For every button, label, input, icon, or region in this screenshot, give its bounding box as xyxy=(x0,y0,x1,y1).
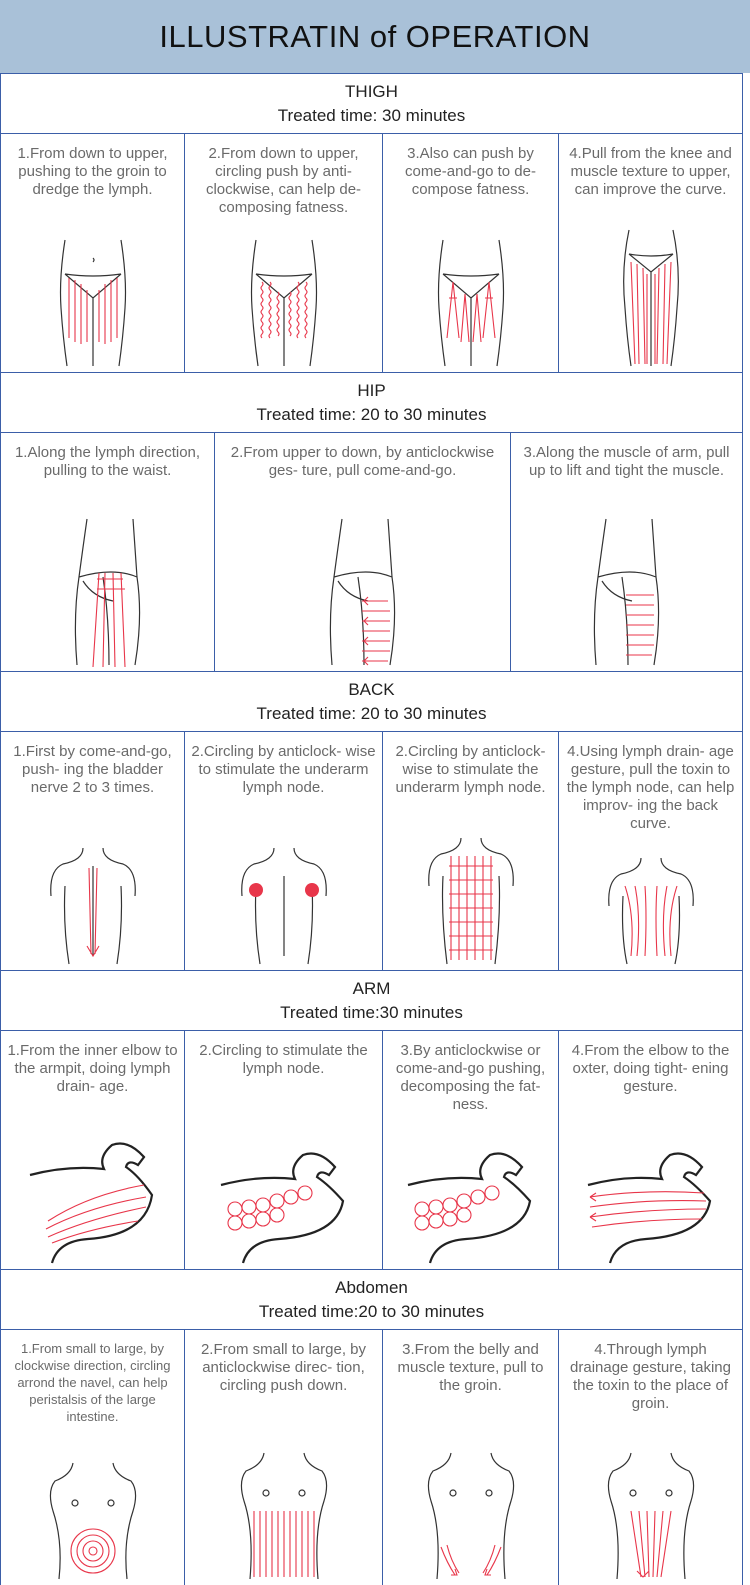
section-time: Treated time: 20 to 30 minutes xyxy=(256,404,487,424)
section-name: ARM xyxy=(352,978,391,998)
step-text: 2.From down to upper, circling push by a… xyxy=(205,145,362,216)
section-back: BACK Treated time: 20 to 30 minutes 1.Fi… xyxy=(0,671,743,971)
step-cell: 2.From small to large, by anticlockwise … xyxy=(185,1330,383,1585)
step-text: 1.First by come-and-go, push- ing the bl… xyxy=(13,743,172,796)
step-cell: 3.Along the muscle of arm, pull up to li… xyxy=(511,433,742,671)
step-text: 2.Circling by anticlock- wise to stimula… xyxy=(395,743,546,796)
step-cell: 3.Also can push by come-and-go to de- co… xyxy=(383,134,559,372)
step-text: 1.From small to large, by clockwise dire… xyxy=(14,1341,171,1424)
step-cell: 1.From small to large, by clockwise dire… xyxy=(1,1330,185,1585)
arm-illustration-3 xyxy=(383,1135,558,1265)
thigh-illustration-3 xyxy=(383,238,558,368)
section-name: BACK xyxy=(348,679,395,699)
section-time: Treated time:30 minutes xyxy=(280,1002,463,1022)
arm-illustration-4 xyxy=(559,1135,742,1265)
step-text: 4.Through lymph drainage gesture, taking… xyxy=(570,1341,731,1412)
arm-illustration-2 xyxy=(185,1135,382,1265)
step-cell: 4.Through lymph drainage gesture, taking… xyxy=(559,1330,742,1585)
section-arm: ARM Treated time:30 minutes 1.From the i… xyxy=(0,970,743,1270)
section-time: Treated time: 20 to 30 minutes xyxy=(256,703,487,723)
section-name: Abdomen xyxy=(335,1277,408,1297)
hip-illustration-1 xyxy=(1,517,214,667)
step-text: 2.Circling by anticlock- wise to stimula… xyxy=(191,743,376,796)
section-header: THIGH Treated time: 30 minutes xyxy=(1,74,742,134)
step-cell: 2.Circling by anticlock- wise to stimula… xyxy=(185,732,383,970)
section-abdomen: Abdomen Treated time:20 to 30 minutes 1.… xyxy=(0,1269,743,1585)
step-text: 1.From the inner elbow to the armpit, do… xyxy=(7,1042,178,1095)
step-text: 1.Along the lymph direction, pulling to … xyxy=(14,444,201,479)
section-thigh: THIGH Treated time: 30 minutes 1.From do… xyxy=(0,73,743,373)
section-name: THIGH xyxy=(345,81,398,101)
step-cell: 3.From the belly and muscle texture, pul… xyxy=(383,1330,559,1585)
step-text: 2.From small to large, by anticlockwise … xyxy=(200,1341,367,1394)
step-cell: 2.From upper to down, by anticlockwise g… xyxy=(215,433,511,671)
step-text: 3.Along the muscle of arm, pull up to li… xyxy=(523,444,730,479)
step-cell: 4.Using lymph drain- age gesture, pull t… xyxy=(559,732,742,970)
step-cell: 4.From the elbow to the oxter, doing tig… xyxy=(559,1031,742,1269)
hip-illustration-3 xyxy=(511,517,742,667)
step-cell: 4.Pull from the knee and muscle texture … xyxy=(559,134,742,372)
thigh-illustration-2 xyxy=(185,238,382,368)
section-time: Treated time: 30 minutes xyxy=(277,105,466,125)
back-illustration-2 xyxy=(185,846,382,966)
back-illustration-3 xyxy=(383,836,558,966)
step-text: 2.From upper to down, by anticlockwise g… xyxy=(230,444,495,479)
step-cell: 1.Along the lymph direction, pulling to … xyxy=(1,433,215,671)
step-text: 4.Pull from the knee and muscle texture … xyxy=(569,145,732,198)
thigh-illustration-1 xyxy=(1,238,184,368)
back-illustration-4 xyxy=(559,856,742,966)
step-text: 3.From the belly and muscle texture, pul… xyxy=(397,1341,544,1394)
section-name: HIP xyxy=(357,380,386,400)
page-title: ILLUSTRATIN of OPERATION xyxy=(0,0,750,73)
step-cell: 2.From down to upper, circling push by a… xyxy=(185,134,383,372)
step-text: 2.Circling to stimulate the lymph node. xyxy=(199,1042,368,1077)
abdomen-illustration-1 xyxy=(1,1461,184,1581)
abdomen-illustration-4 xyxy=(559,1451,742,1581)
step-text: 3.By anticlockwise or come-and-go pushin… xyxy=(395,1042,546,1113)
abdomen-illustration-2 xyxy=(185,1451,382,1581)
section-header: Abdomen Treated time:20 to 30 minutes xyxy=(1,1270,742,1330)
step-text: 1.From down to upper, pushing to the gro… xyxy=(17,145,168,198)
step-text: 3.Also can push by come-and-go to de- co… xyxy=(405,145,536,198)
section-time: Treated time:20 to 30 minutes xyxy=(258,1301,485,1321)
thigh-illustration-4 xyxy=(559,228,742,368)
section-hip: HIP Treated time: 20 to 30 minutes 1.Alo… xyxy=(0,372,743,672)
step-cell: 1.From the inner elbow to the armpit, do… xyxy=(1,1031,185,1269)
step-cell: 3.By anticlockwise or come-and-go pushin… xyxy=(383,1031,559,1269)
step-cell: 2.Circling by anticlock- wise to stimula… xyxy=(383,732,559,970)
back-illustration-1 xyxy=(1,846,184,966)
step-cell: 2.Circling to stimulate the lymph node. xyxy=(185,1031,383,1269)
arm-illustration-1 xyxy=(1,1135,184,1265)
hip-illustration-2 xyxy=(215,517,510,667)
step-cell: 1.From down to upper, pushing to the gro… xyxy=(1,134,185,372)
section-header: HIP Treated time: 20 to 30 minutes xyxy=(1,373,742,433)
section-header: ARM Treated time:30 minutes xyxy=(1,971,742,1031)
step-text: 4.Using lymph drain- age gesture, pull t… xyxy=(566,743,735,832)
abdomen-illustration-3 xyxy=(383,1451,558,1581)
section-header: BACK Treated time: 20 to 30 minutes xyxy=(1,672,742,732)
step-text: 4.From the elbow to the oxter, doing tig… xyxy=(571,1042,730,1095)
step-cell: 1.First by come-and-go, push- ing the bl… xyxy=(1,732,185,970)
